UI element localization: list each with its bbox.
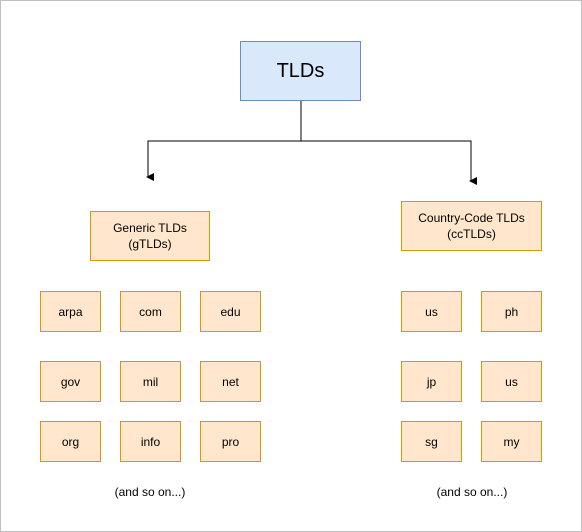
country-code-tlds-title: Country-Code TLDs [418, 211, 525, 225]
tld-net: net [200, 361, 261, 402]
tld-ph: ph [481, 291, 542, 332]
tld-us: us [401, 291, 462, 332]
tld-edu: edu [200, 291, 261, 332]
tld-jp: jp [401, 361, 462, 402]
country-code-tlds-abbr: (ccTLDs) [447, 227, 496, 241]
tld-my: my [481, 421, 542, 462]
connector-to-country [301, 140, 477, 185]
tld-gov: gov [40, 361, 101, 402]
generic-more-note: (and so on...) [114, 485, 186, 499]
tld-com: com [120, 291, 181, 332]
generic-tlds-abbr: (gTLDs) [128, 237, 172, 251]
tld-pro: pro [200, 421, 261, 462]
tld-arpa: arpa [40, 291, 101, 332]
tld-sg: sg [401, 421, 462, 462]
generic-tlds-title: Generic TLDs [113, 221, 187, 235]
tld-mil: mil [120, 361, 181, 402]
country-more-note: (and so on...) [436, 485, 508, 499]
connector-to-generic [146, 101, 302, 181]
root-node-tlds: TLDs [240, 41, 361, 101]
generic-tlds-node: Generic TLDs (gTLDs) [90, 211, 210, 261]
tld-org: org [40, 421, 101, 462]
tld-us-2: us [481, 361, 542, 402]
country-code-tlds-node: Country-Code TLDs (ccTLDs) [401, 201, 542, 251]
tld-info: info [120, 421, 181, 462]
